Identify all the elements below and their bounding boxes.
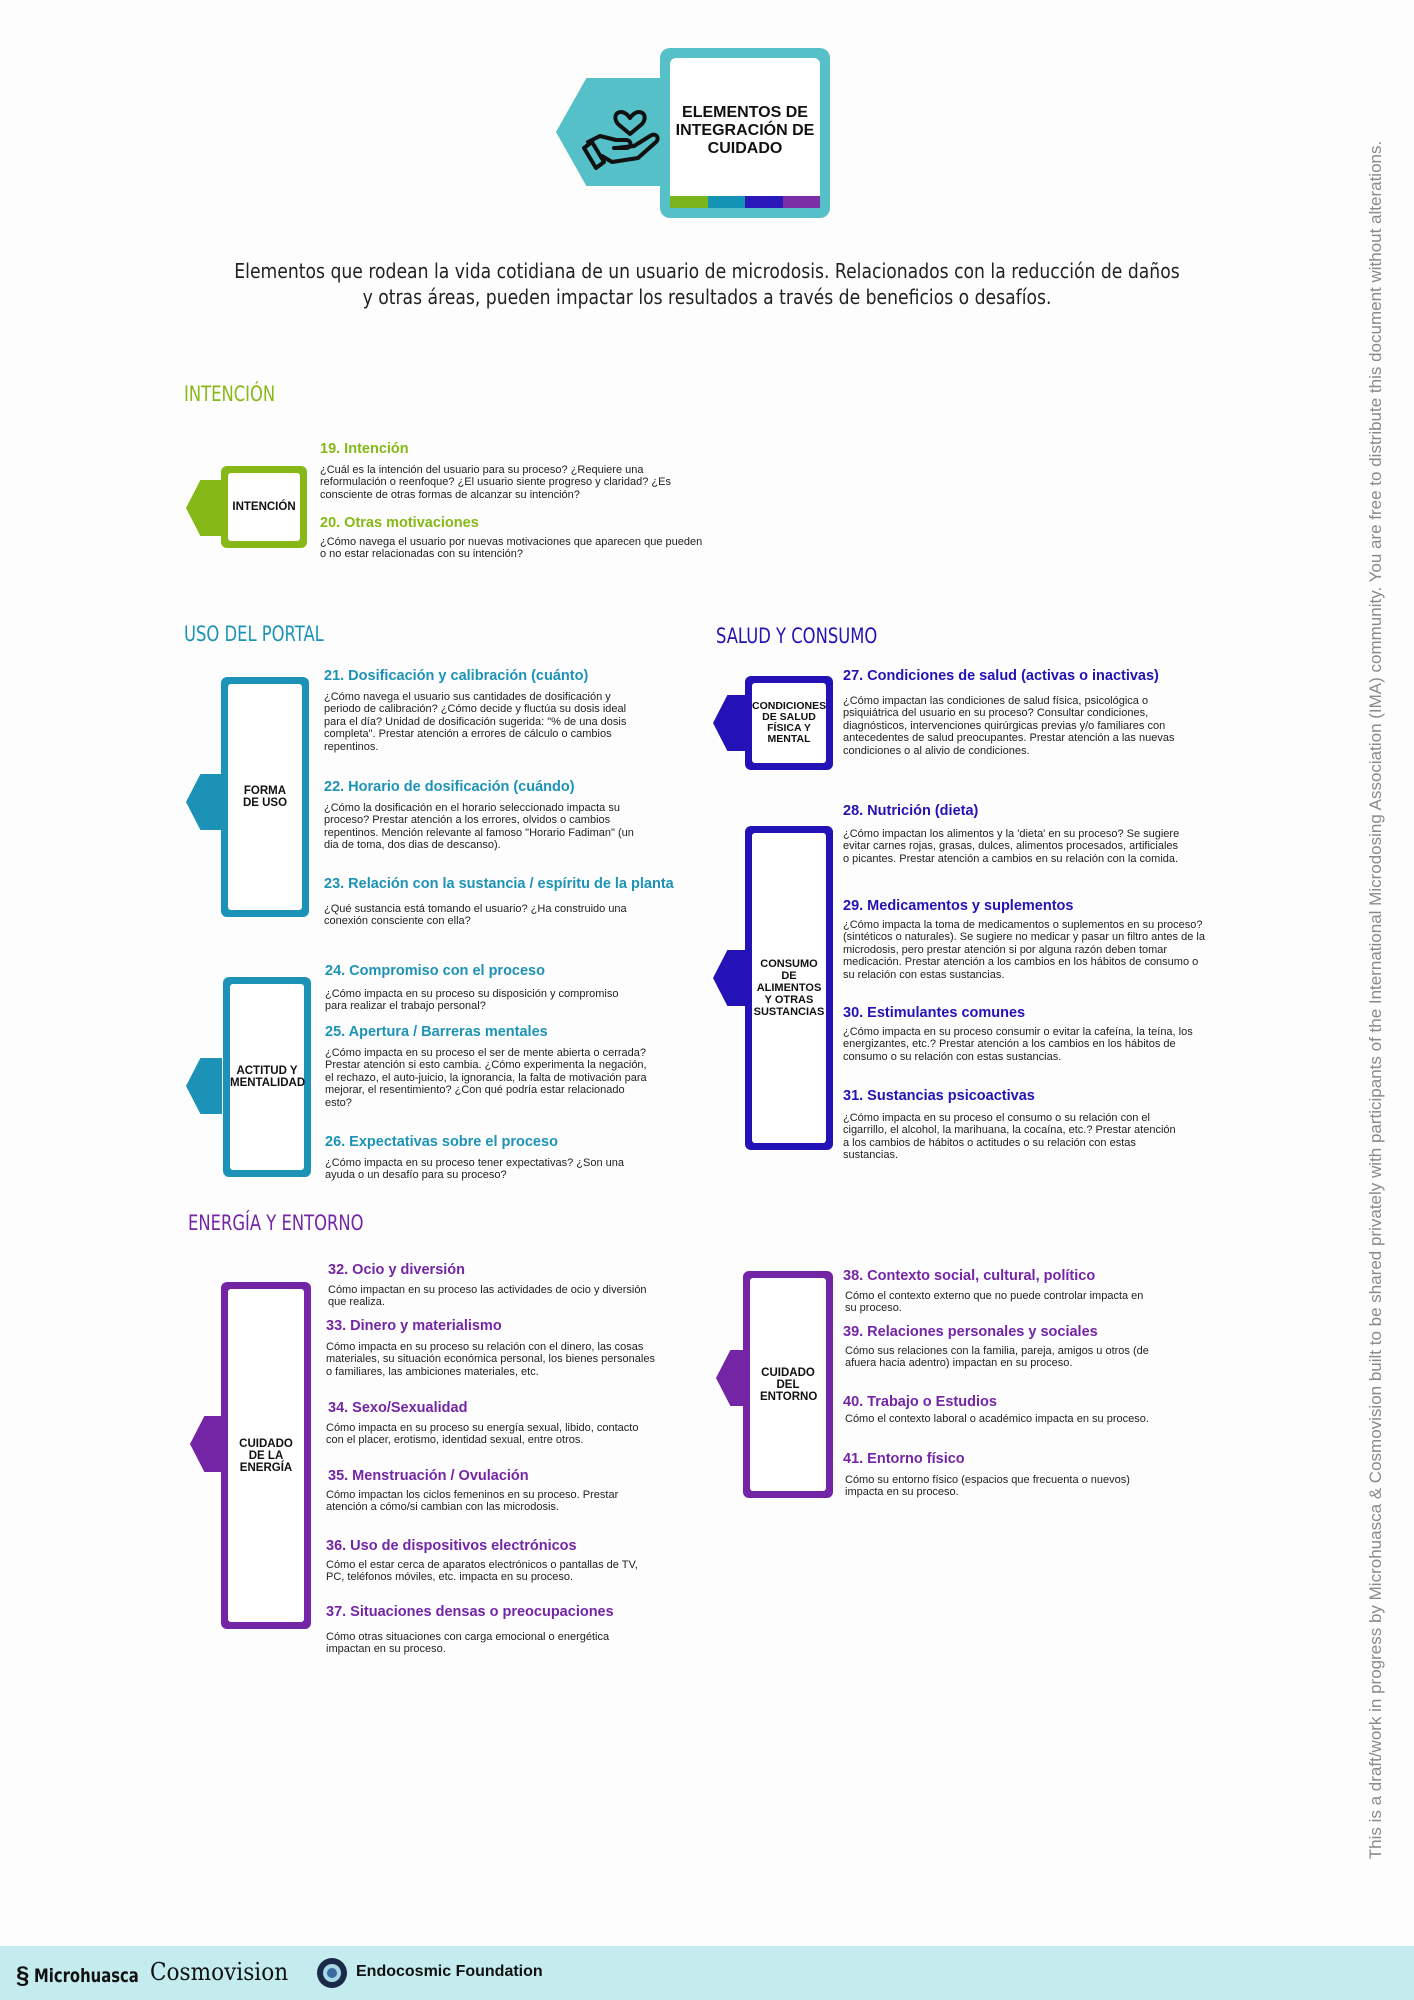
item-heading: 21. Dosificación y calibración (cuánto) — [324, 668, 589, 684]
card-arrow — [713, 950, 749, 1006]
card-arrow — [186, 1058, 222, 1114]
item-heading: 37. Situaciones densas o preocupaciones — [326, 1604, 614, 1620]
item-heading: 19. Intención — [320, 441, 409, 457]
item-text: ¿Cómo impacta la toma de medicamentos o … — [843, 919, 1205, 981]
item-text: ¿Cómo impactan los alimentos y la 'dieta… — [843, 828, 1180, 865]
item-text: ¿Cómo impacta en su proceso su disposici… — [325, 988, 619, 1013]
card-label: INTENCIÓN — [232, 501, 296, 513]
item-text: ¿Cómo navega el usuario por nuevas motiv… — [320, 536, 703, 561]
microhuasca-mark-icon: § — [16, 1962, 30, 1989]
item-text: Cómo el estar cerca de aparatos electrón… — [326, 1559, 638, 1584]
card-label: CUIDADO DEL ENTORNO — [760, 1366, 818, 1403]
item-text: ¿Cómo la dosificación en el horario sele… — [324, 802, 634, 852]
item-text: ¿Cómo navega el usuario sus cantidades d… — [324, 691, 627, 753]
section-title-portal: USO DEL PORTAL — [184, 622, 324, 646]
item-text: Cómo el contexto externo que no puede co… — [845, 1290, 1144, 1315]
cosmovision-logo: Cosmovision — [150, 1958, 303, 1986]
item-heading: 32. Ocio y diversión — [328, 1262, 465, 1278]
item-heading: 22. Horario de dosificación (cuándo) — [324, 779, 575, 795]
item-text: Cómo el contexto laboral o académico imp… — [845, 1413, 1149, 1425]
item-text: ¿Cómo impacta en su proceso consumir o e… — [843, 1026, 1193, 1063]
card-cuidado-energia: CUIDADO DE LA ENERGÍA — [221, 1282, 311, 1629]
item-heading: 40. Trabajo o Estudios — [843, 1394, 997, 1410]
item-text: ¿Qué sustancia está tomando el usuario? … — [324, 903, 627, 928]
card-arrow — [186, 774, 222, 830]
color-bars — [670, 196, 820, 208]
item-text: Cómo otras situaciones con carga emocion… — [326, 1631, 610, 1656]
item-heading: 41. Entorno físico — [843, 1451, 965, 1467]
card-label: CONDICIONES DE SALUD FÍSICA Y MENTAL — [752, 700, 827, 745]
item-text: Cómo su entorno físico (espacios que fre… — [845, 1474, 1130, 1499]
card-label: FORMA DE USO — [242, 785, 288, 809]
item-heading: 25. Apertura / Barreras mentales — [325, 1024, 548, 1040]
item-heading: 24. Compromiso con el proceso — [325, 963, 545, 979]
item-text: ¿Cómo impacta en su proceso el consumo o… — [843, 1112, 1176, 1162]
color-bar-purple — [782, 196, 820, 208]
item-heading: 35. Menstruación / Ovulación — [328, 1468, 529, 1484]
card-label: ACTITUD Y MENTALIDAD — [230, 1065, 306, 1089]
card-arrow — [186, 480, 222, 536]
color-bar-blue — [745, 196, 783, 208]
item-heading: 20. Otras motivaciones — [320, 515, 479, 531]
subtitle: Elementos que rodean la vida cotidiana d… — [234, 259, 1180, 309]
item-text: Cómo impacta en su proceso su energía se… — [326, 1422, 639, 1447]
card-cuidado-entorno: CUIDADO DEL ENTORNO — [743, 1271, 833, 1498]
item-text: Cómo impacta en su proceso su relación c… — [326, 1341, 655, 1378]
item-text: ¿Cómo impactan las condiciones de salud … — [843, 695, 1175, 757]
item-heading: 31. Sustancias psicoactivas — [843, 1088, 1035, 1104]
color-bar-teal — [707, 196, 745, 208]
endocosmic-label: Endocosmic Foundation — [356, 1963, 543, 1980]
color-bar-green — [670, 196, 708, 208]
item-heading: 26. Expectativas sobre el proceso — [325, 1134, 558, 1150]
item-text: ¿Cómo impacta en su proceso tener expect… — [325, 1157, 624, 1182]
item-heading: 29. Medicamentos y suplementos — [843, 898, 1074, 914]
card-arrow — [713, 695, 749, 751]
card-intencion: INTENCIÓN — [221, 466, 307, 548]
item-text: Cómo impactan en su proceso las activida… — [328, 1284, 647, 1309]
hand-heart-icon — [582, 92, 664, 172]
item-heading: 36. Uso de dispositivos electrónicos — [326, 1538, 577, 1554]
card-condiciones: CONDICIONES DE SALUD FÍSICA Y MENTAL — [745, 676, 833, 770]
card-forma-de-uso: FORMA DE USO — [221, 677, 309, 917]
item-heading: 27. Condiciones de salud (activas o inac… — [843, 668, 1159, 684]
section-title-salud: SALUD Y CONSUMO — [716, 624, 878, 648]
card-consumo: CONSUMO DE ALIMENTOS Y OTRAS SUSTANCIAS — [745, 826, 833, 1150]
item-heading: 34. Sexo/Sexualidad — [328, 1400, 468, 1416]
item-heading: 30. Estimulantes comunes — [843, 1005, 1026, 1021]
item-text: ¿Cuál es la intención del usuario para s… — [320, 464, 671, 501]
item-heading: 33. Dinero y materialismo — [326, 1318, 502, 1334]
section-title-energia: ENERGÍA Y ENTORNO — [188, 1211, 364, 1235]
header-badge: ELEMENTOS DE INTEGRACIÓN DE CUIDADO — [660, 48, 830, 218]
microhuasca-logo: § Microhuasca — [16, 1962, 168, 1990]
item-heading: 39. Relaciones personales y sociales — [843, 1324, 1098, 1340]
card-label: CUIDADO DE LA ENERGÍA — [239, 1437, 293, 1474]
card-actitud: ACTITUD Y MENTALIDAD — [223, 977, 311, 1177]
endocosmic-logo-icon — [317, 1958, 347, 1988]
item-text: ¿Cómo impacta en su proceso el ser de me… — [325, 1047, 647, 1109]
section-title-intencion: INTENCIÓN — [184, 382, 276, 406]
item-heading: 23. Relación con la sustancia / espíritu… — [324, 876, 674, 892]
document-title: ELEMENTOS DE INTEGRACIÓN DE CUIDADO — [675, 104, 815, 157]
footer: § Microhuasca Cosmovision Endocosmic Fou… — [0, 1946, 1414, 2000]
item-heading: 38. Contexto social, cultural, político — [843, 1268, 1096, 1284]
cosmovision-label: Cosmovision — [150, 1958, 289, 1986]
microhuasca-label: Microhuasca — [33, 1965, 139, 1987]
card-label: CONSUMO DE ALIMENTOS Y OTRAS SUSTANCIAS — [753, 958, 825, 1018]
item-heading: 28. Nutrición (dieta) — [843, 803, 979, 819]
watermark: This is a draft/work in progress by Micr… — [1366, 140, 1385, 1860]
item-text: Cómo sus relaciones con la familia, pare… — [845, 1345, 1149, 1370]
item-text: Cómo impactan los ciclos femeninos en su… — [326, 1489, 619, 1514]
